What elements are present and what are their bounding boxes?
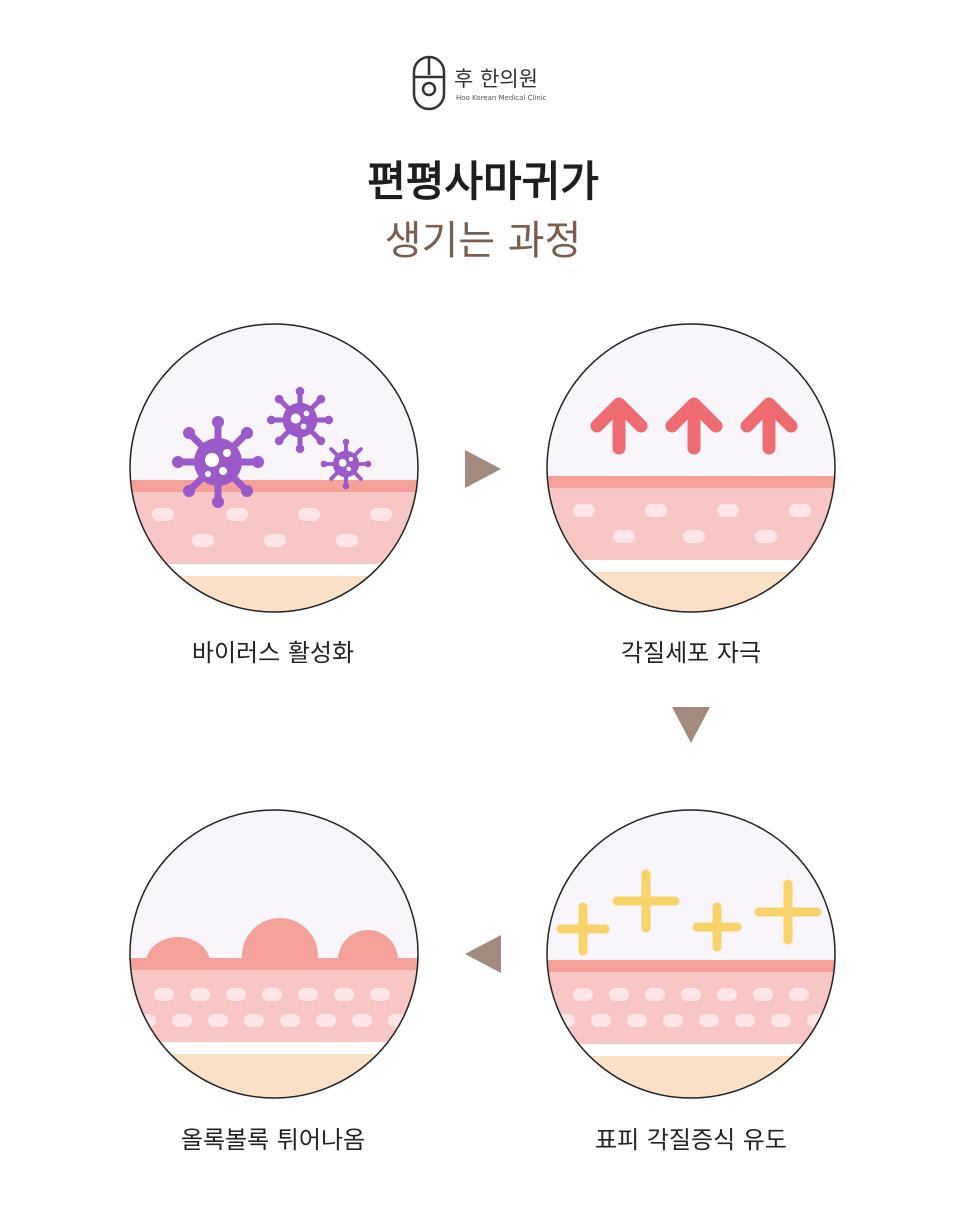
clinic-subtitle: Hoo Korean Medical Clinic: [456, 94, 547, 102]
arrow-down-icon: [672, 707, 710, 743]
page-title-line2: 생기는 과정: [384, 218, 582, 264]
arrow-right-icon: [465, 450, 501, 488]
up-arrow-icon: [590, 397, 798, 455]
step-3-label: 표피 각질증식 유도: [595, 1126, 787, 1154]
page-title-line1: 편평사마귀가: [367, 157, 599, 206]
arrow-left-icon: [465, 935, 501, 973]
step-3-illustration: [545, 808, 837, 1100]
virus-icon: [172, 386, 372, 508]
step-1-label: 바이러스 활성화: [191, 639, 355, 667]
step-2-label: 각질세포 자극: [620, 639, 762, 667]
step-4-label: 올록볼록 튀어나옴: [180, 1126, 366, 1154]
clinic-logo: 후 한의원 Hoo Korean Medical Clinic: [412, 55, 562, 113]
step-1-illustration: [128, 322, 420, 614]
plus-icon: [556, 869, 822, 956]
clinic-logo-icon: [412, 55, 446, 111]
step-2-illustration: [545, 322, 837, 614]
step-4-illustration: [128, 808, 420, 1100]
clinic-name: 후 한의원: [454, 67, 538, 91]
